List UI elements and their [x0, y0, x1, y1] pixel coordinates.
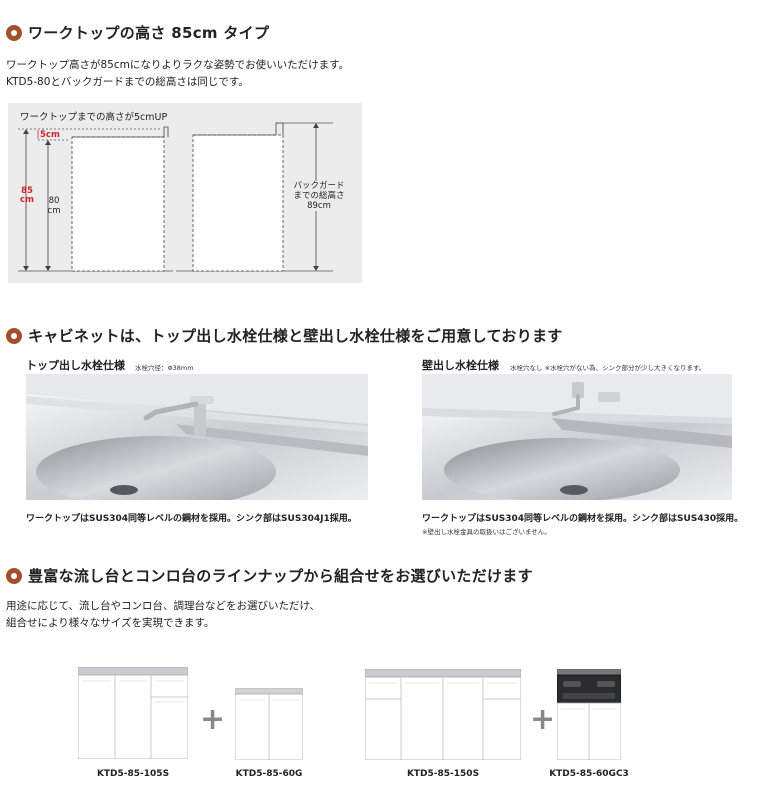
cabinet-150s-image: [364, 668, 522, 761]
wall-faucet-caption: ワークトップはSUS304同等レベルの鋼材を採用。シンク部はSUS430採用。: [422, 514, 744, 524]
product-60g: [234, 687, 304, 761]
product-label-60g: KTD5-85-60G: [235, 769, 303, 779]
label-80-value: 80: [48, 196, 60, 206]
section2-title: キャビネットは、トップ出し水栓仕様と壁出し水栓仕様をご用意しております: [28, 327, 563, 345]
section1-header: ワークトップの高さ 85cm タイプ: [6, 22, 269, 43]
section3-title: 豊富な流し台とコンロ台のラインナップから組合せをお選びいただけます: [28, 567, 533, 585]
label-backguard-2: までの総高さ: [293, 191, 345, 201]
section3-header: 豊富な流し台とコンロ台のラインナップから組合せをお選びいただけます: [6, 565, 533, 586]
section1-title: ワークトップの高さ 85cm タイプ: [28, 24, 270, 42]
product-105s: [77, 666, 189, 760]
cabinet-60gc3-image: [556, 668, 622, 761]
bullet-icon: [6, 24, 22, 41]
label-85cm: 85 cm: [18, 187, 36, 205]
plus-icon: +: [200, 702, 226, 737]
top-faucet-caption: ワークトップはSUS304同等レベルの鋼材を採用。シンク部はSUS304J1採用…: [26, 514, 357, 524]
height-diagram: ワークトップまでの高さが5cmUP 5cm 85 cm 80 cm バックガード…: [8, 103, 362, 283]
label-80cm: 80 cm: [42, 196, 66, 216]
label-5cm: 5cm: [40, 130, 60, 140]
section3-text: 用途に応じて、流し台やコンロ台、調理台などをお選びいただけ、 組合せにより様々な…: [6, 598, 320, 632]
wall-faucet-title: 壁出し水栓仕様: [422, 359, 499, 372]
section1-line-1: ワークトップ高さが85cmになりよりラクな姿勢でお使いいただけます。: [6, 59, 350, 71]
product-label-105s: KTD5-85-105S: [96, 769, 170, 779]
top-faucet-photo: [26, 374, 368, 500]
cabinet-60g-image: [234, 687, 304, 761]
plus-icon: +: [530, 702, 556, 737]
section1-text: ワークトップ高さが85cmになりよりラクな姿勢でお使いいただけます。 KTD5-…: [6, 57, 349, 91]
section1-line-2: KTD5-80とバックガードまでの総高さは同じです。: [6, 76, 249, 88]
label-backguard-3: 89cm: [307, 201, 331, 211]
label-backguard-1: バックガード: [293, 181, 345, 191]
product-label-150s: KTD5-85-150S: [406, 769, 480, 779]
section2-header: キャビネットは、トップ出し水栓仕様と壁出し水栓仕様をご用意しております: [6, 325, 563, 346]
product-60gc3: [556, 668, 622, 761]
label-backguard: バックガード までの総高さ 89cm: [284, 181, 354, 211]
top-faucet-title: トップ出し水栓仕様: [26, 359, 125, 372]
diagram-caption: ワークトップまでの高さが5cmUP: [20, 112, 168, 123]
product-label-60gc3: KTD5-85-60GC3: [549, 769, 629, 779]
wall-faucet-note: 水栓穴なし ※水栓穴がない為、シンク部分が少し大きくなります。: [510, 364, 706, 372]
bullet-icon: [6, 327, 22, 344]
bullet-icon: [6, 567, 22, 584]
wall-faucet-subnote: ※壁出し水栓金具の取扱いはございません。: [422, 528, 551, 536]
sink-image: [422, 374, 732, 500]
label-85-value: 85: [21, 186, 33, 196]
top-faucet-note: 水栓穴径：Φ38mm: [135, 364, 194, 372]
section3-line-2: 組合せにより様々なサイズを実現できます。: [6, 617, 215, 629]
wall-faucet-photo: [422, 374, 732, 500]
label-80-unit: cm: [47, 206, 61, 216]
product-150s: [364, 668, 522, 761]
label-85-unit: cm: [20, 195, 34, 205]
section3-line-1: 用途に応じて、流し台やコンロ台、調理台などをお選びいただけ、: [6, 600, 320, 612]
height-diagram-drawing: [18, 122, 333, 272]
sink-image: [26, 374, 368, 500]
cabinet-105s-image: [77, 666, 189, 760]
